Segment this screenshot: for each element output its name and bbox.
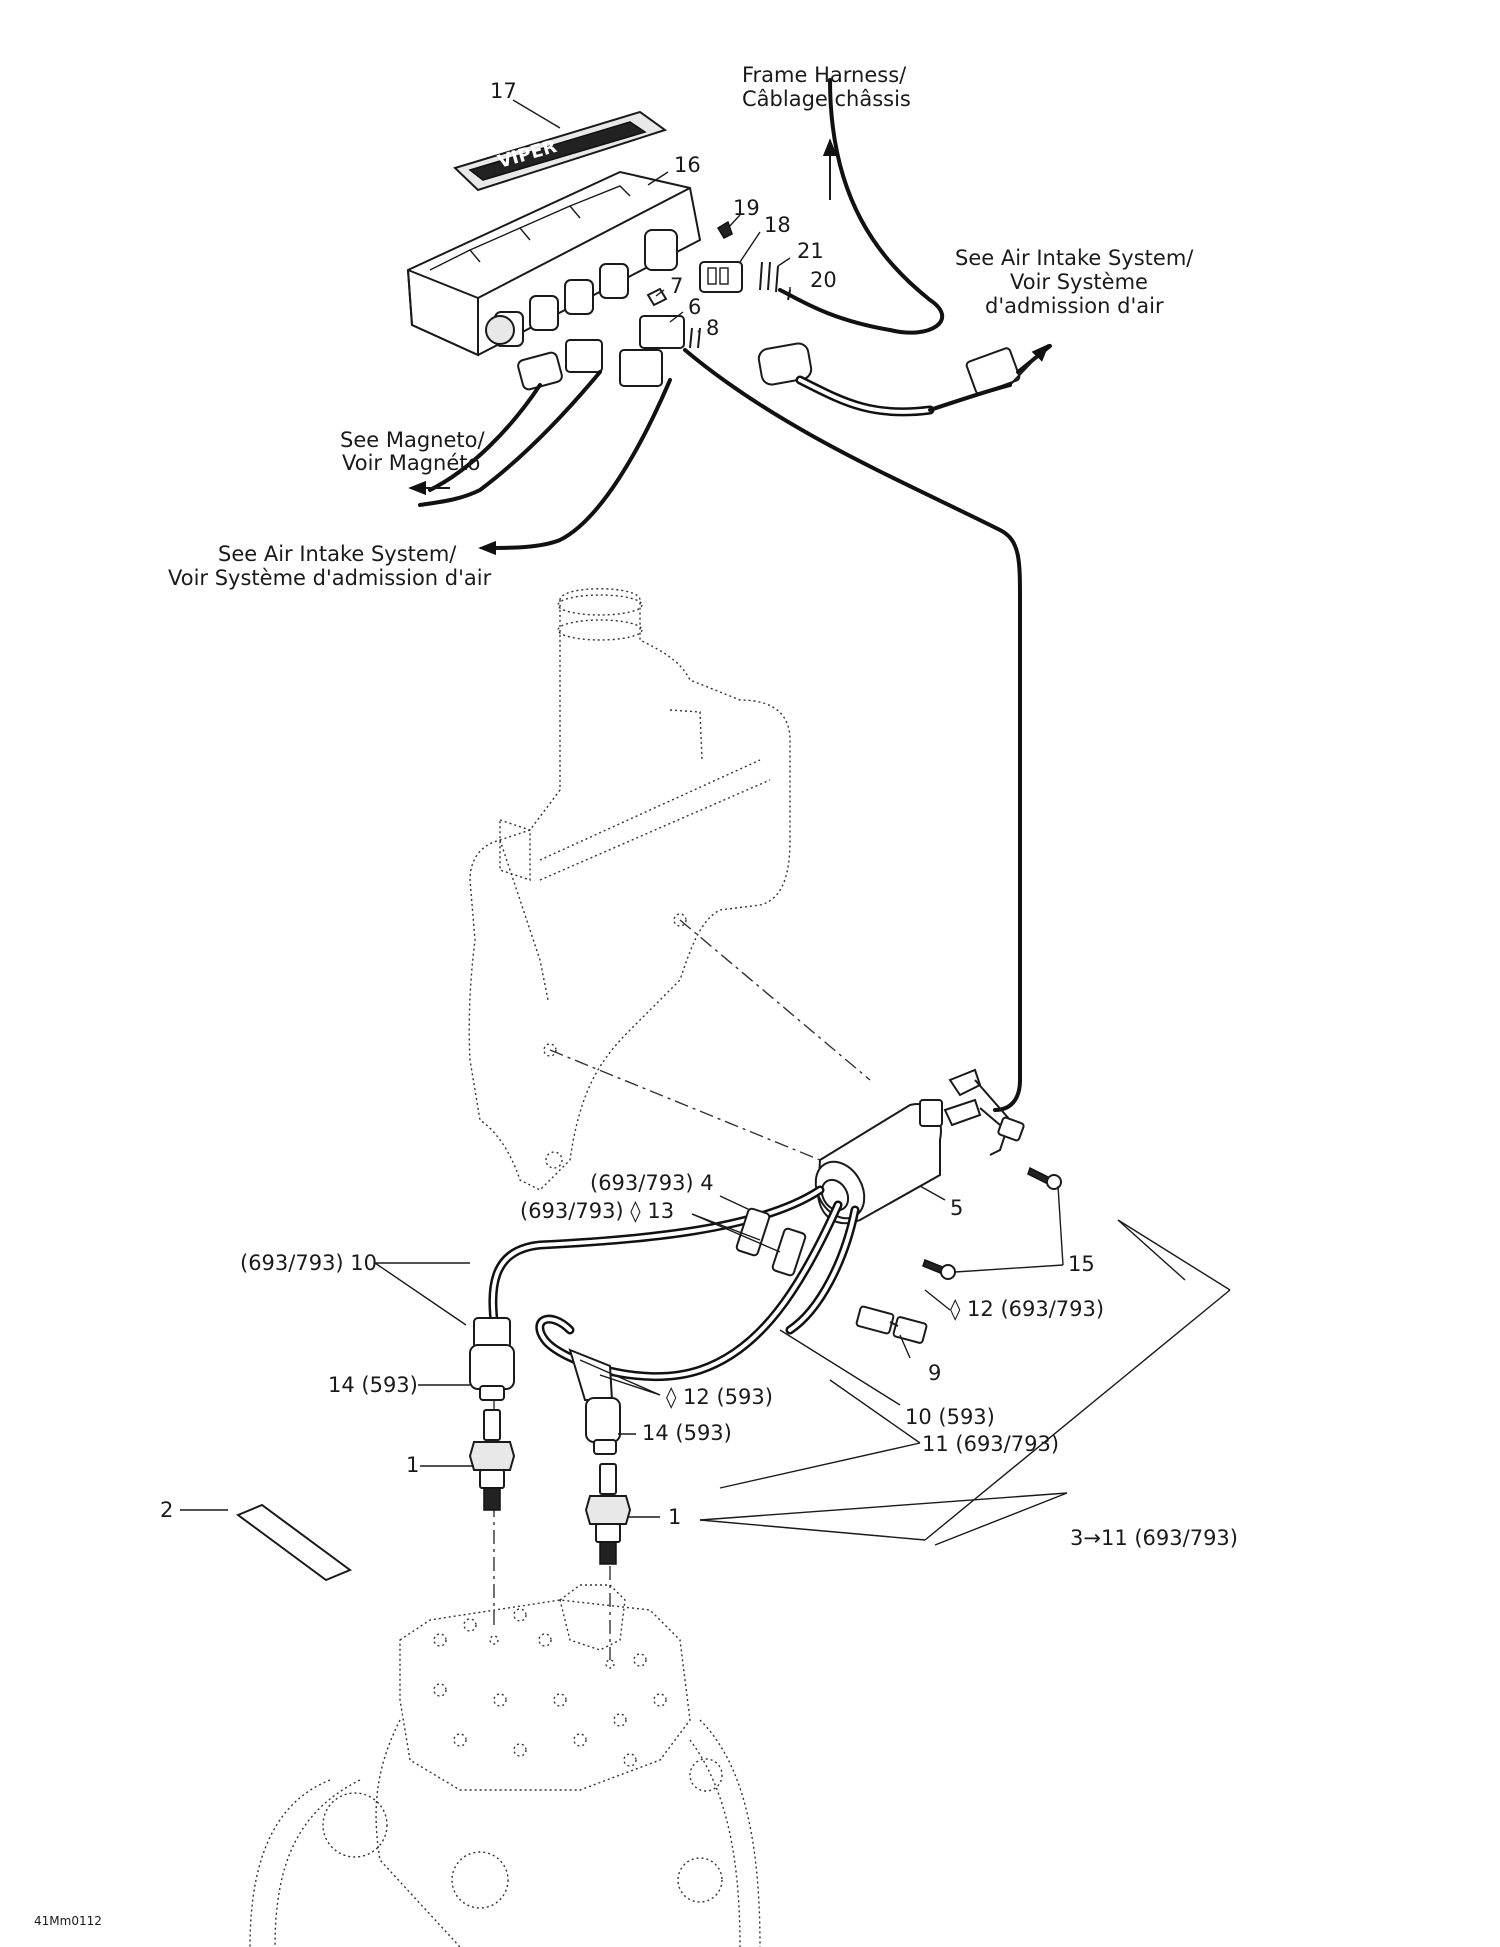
callout-12-593: ◊ 12 (593): [666, 1385, 773, 1409]
reference-arrows: [408, 138, 1050, 556]
cylinder-head-outline: [249, 1584, 761, 1947]
callout-10-593: 10 (593): [905, 1405, 995, 1429]
module-connectors: [517, 339, 1021, 395]
callout-17: 17: [490, 79, 517, 103]
callout-14-right: 14 (593): [642, 1421, 732, 1445]
callout-19: 19: [733, 196, 760, 220]
oil-tank-outline: [468, 588, 791, 1191]
callout-5: 5: [950, 1196, 963, 1220]
callout-2: 2: [160, 1498, 173, 1522]
module-body-16: [406, 170, 702, 357]
sleeves-4-13: [735, 1207, 807, 1277]
spark-plug-caps: [469, 1317, 621, 1455]
air-intake-left-fr: Voir Système d'admission d'air: [168, 566, 492, 590]
air-intake-top-fr2: d'admission d'air: [985, 294, 1164, 318]
callout-21: 21: [797, 239, 824, 263]
callout-4: (693/793) 4: [590, 1171, 714, 1195]
callout-16: 16: [674, 153, 701, 177]
callout-8: 8: [706, 316, 719, 340]
hardware-cluster: [639, 220, 791, 349]
callout-11: 11 (693/793): [922, 1432, 1059, 1456]
wiring: [418, 78, 1052, 1112]
callout-6: 6: [688, 295, 701, 319]
callout-20: 20: [810, 268, 837, 292]
magneto-en: See Magneto/: [340, 428, 485, 452]
callout-3-11: 3→11 (693/793): [1070, 1526, 1238, 1550]
frame-harness-en: Frame Harness/: [742, 63, 907, 87]
callout-7: 7: [670, 274, 683, 298]
air-intake-left-en: See Air Intake System/: [218, 542, 457, 566]
callout-10-693: (693/793) 10: [240, 1251, 377, 1275]
callout-1-right: 1: [668, 1505, 681, 1529]
callout-9: 9: [928, 1361, 941, 1385]
head-bolts: [433, 1608, 667, 1767]
decal-2: [235, 1503, 353, 1582]
air-intake-top-en: See Air Intake System/: [955, 246, 1194, 270]
magneto-fr: Voir Magnéto: [342, 451, 480, 475]
drawing-id: 41Mm0112: [34, 1914, 102, 1928]
callout-14-left: 14 (593): [328, 1373, 418, 1397]
connector-9: [855, 1305, 928, 1344]
reference-labels: Frame Harness/ Câblage châssis See Air I…: [168, 63, 1194, 590]
alignment-lines: [493, 919, 871, 1660]
spark-plugs-1: [468, 1409, 632, 1565]
callout-1-left: 1: [406, 1453, 419, 1477]
callout-12-693: ◊ 12 (693/793): [950, 1297, 1104, 1321]
callout-18: 18: [764, 213, 791, 237]
ignition-coil-5: [814, 1068, 1025, 1225]
callout-13: (693/793) ◊ 13: [520, 1199, 674, 1223]
frame-harness-fr: Câblage châssis: [742, 87, 911, 111]
callout-15: 15: [1068, 1252, 1095, 1276]
air-intake-top-fr1: Voir Système: [1010, 270, 1148, 294]
screws-15: [922, 1166, 1062, 1280]
callout-labels: 17 16 19 18 21 20 7 6 8 (693/793) 4 (693…: [160, 79, 1238, 1550]
leader-lines: [180, 99, 1231, 1546]
